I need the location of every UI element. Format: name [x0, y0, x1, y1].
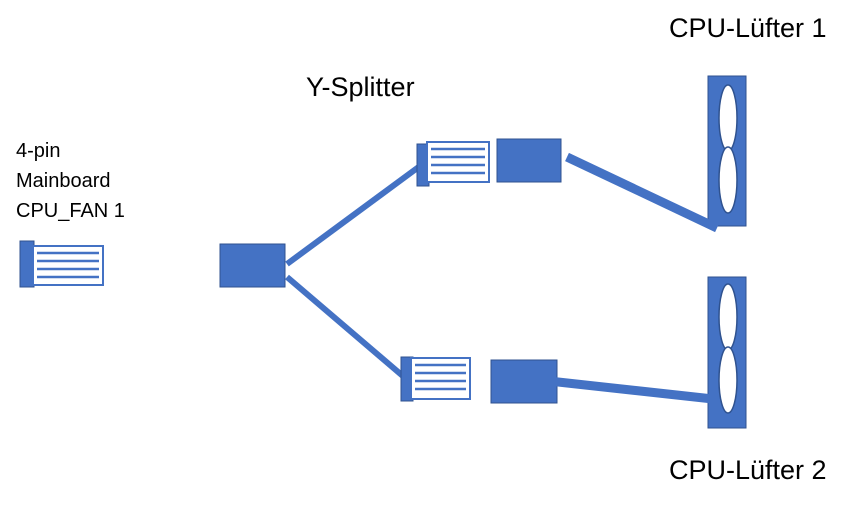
fan-1-icon	[707, 75, 747, 227]
splitter-plug-icon	[219, 243, 286, 288]
upper-socket-pin-header-icon	[416, 141, 490, 187]
splitter-cable-lower	[285, 274, 406, 380]
fan-1-cable	[565, 152, 719, 233]
mainboard-pin-header-icon	[19, 240, 104, 288]
mainboard-label: 4-pin Mainboard CPU_FAN 1	[16, 136, 125, 226]
mainboard-label-line-1: 4-pin	[16, 140, 61, 162]
fan-2-icon	[707, 276, 747, 429]
lower-socket-pin-header-icon	[400, 356, 471, 402]
splitter-label: Y-Splitter	[306, 72, 415, 102]
splitter-cable-upper	[285, 163, 422, 267]
fan-2-plug-icon	[490, 359, 558, 404]
fan-2-cable	[548, 376, 714, 404]
fan-2-label: CPU-Lüfter 2	[669, 455, 827, 485]
fan-1-plug-icon	[496, 138, 562, 183]
mainboard-label-line-3: CPU_FAN 1	[16, 200, 125, 222]
fan-1-label: CPU-Lüfter 1	[669, 13, 827, 43]
mainboard-label-line-2: Mainboard	[16, 170, 111, 192]
